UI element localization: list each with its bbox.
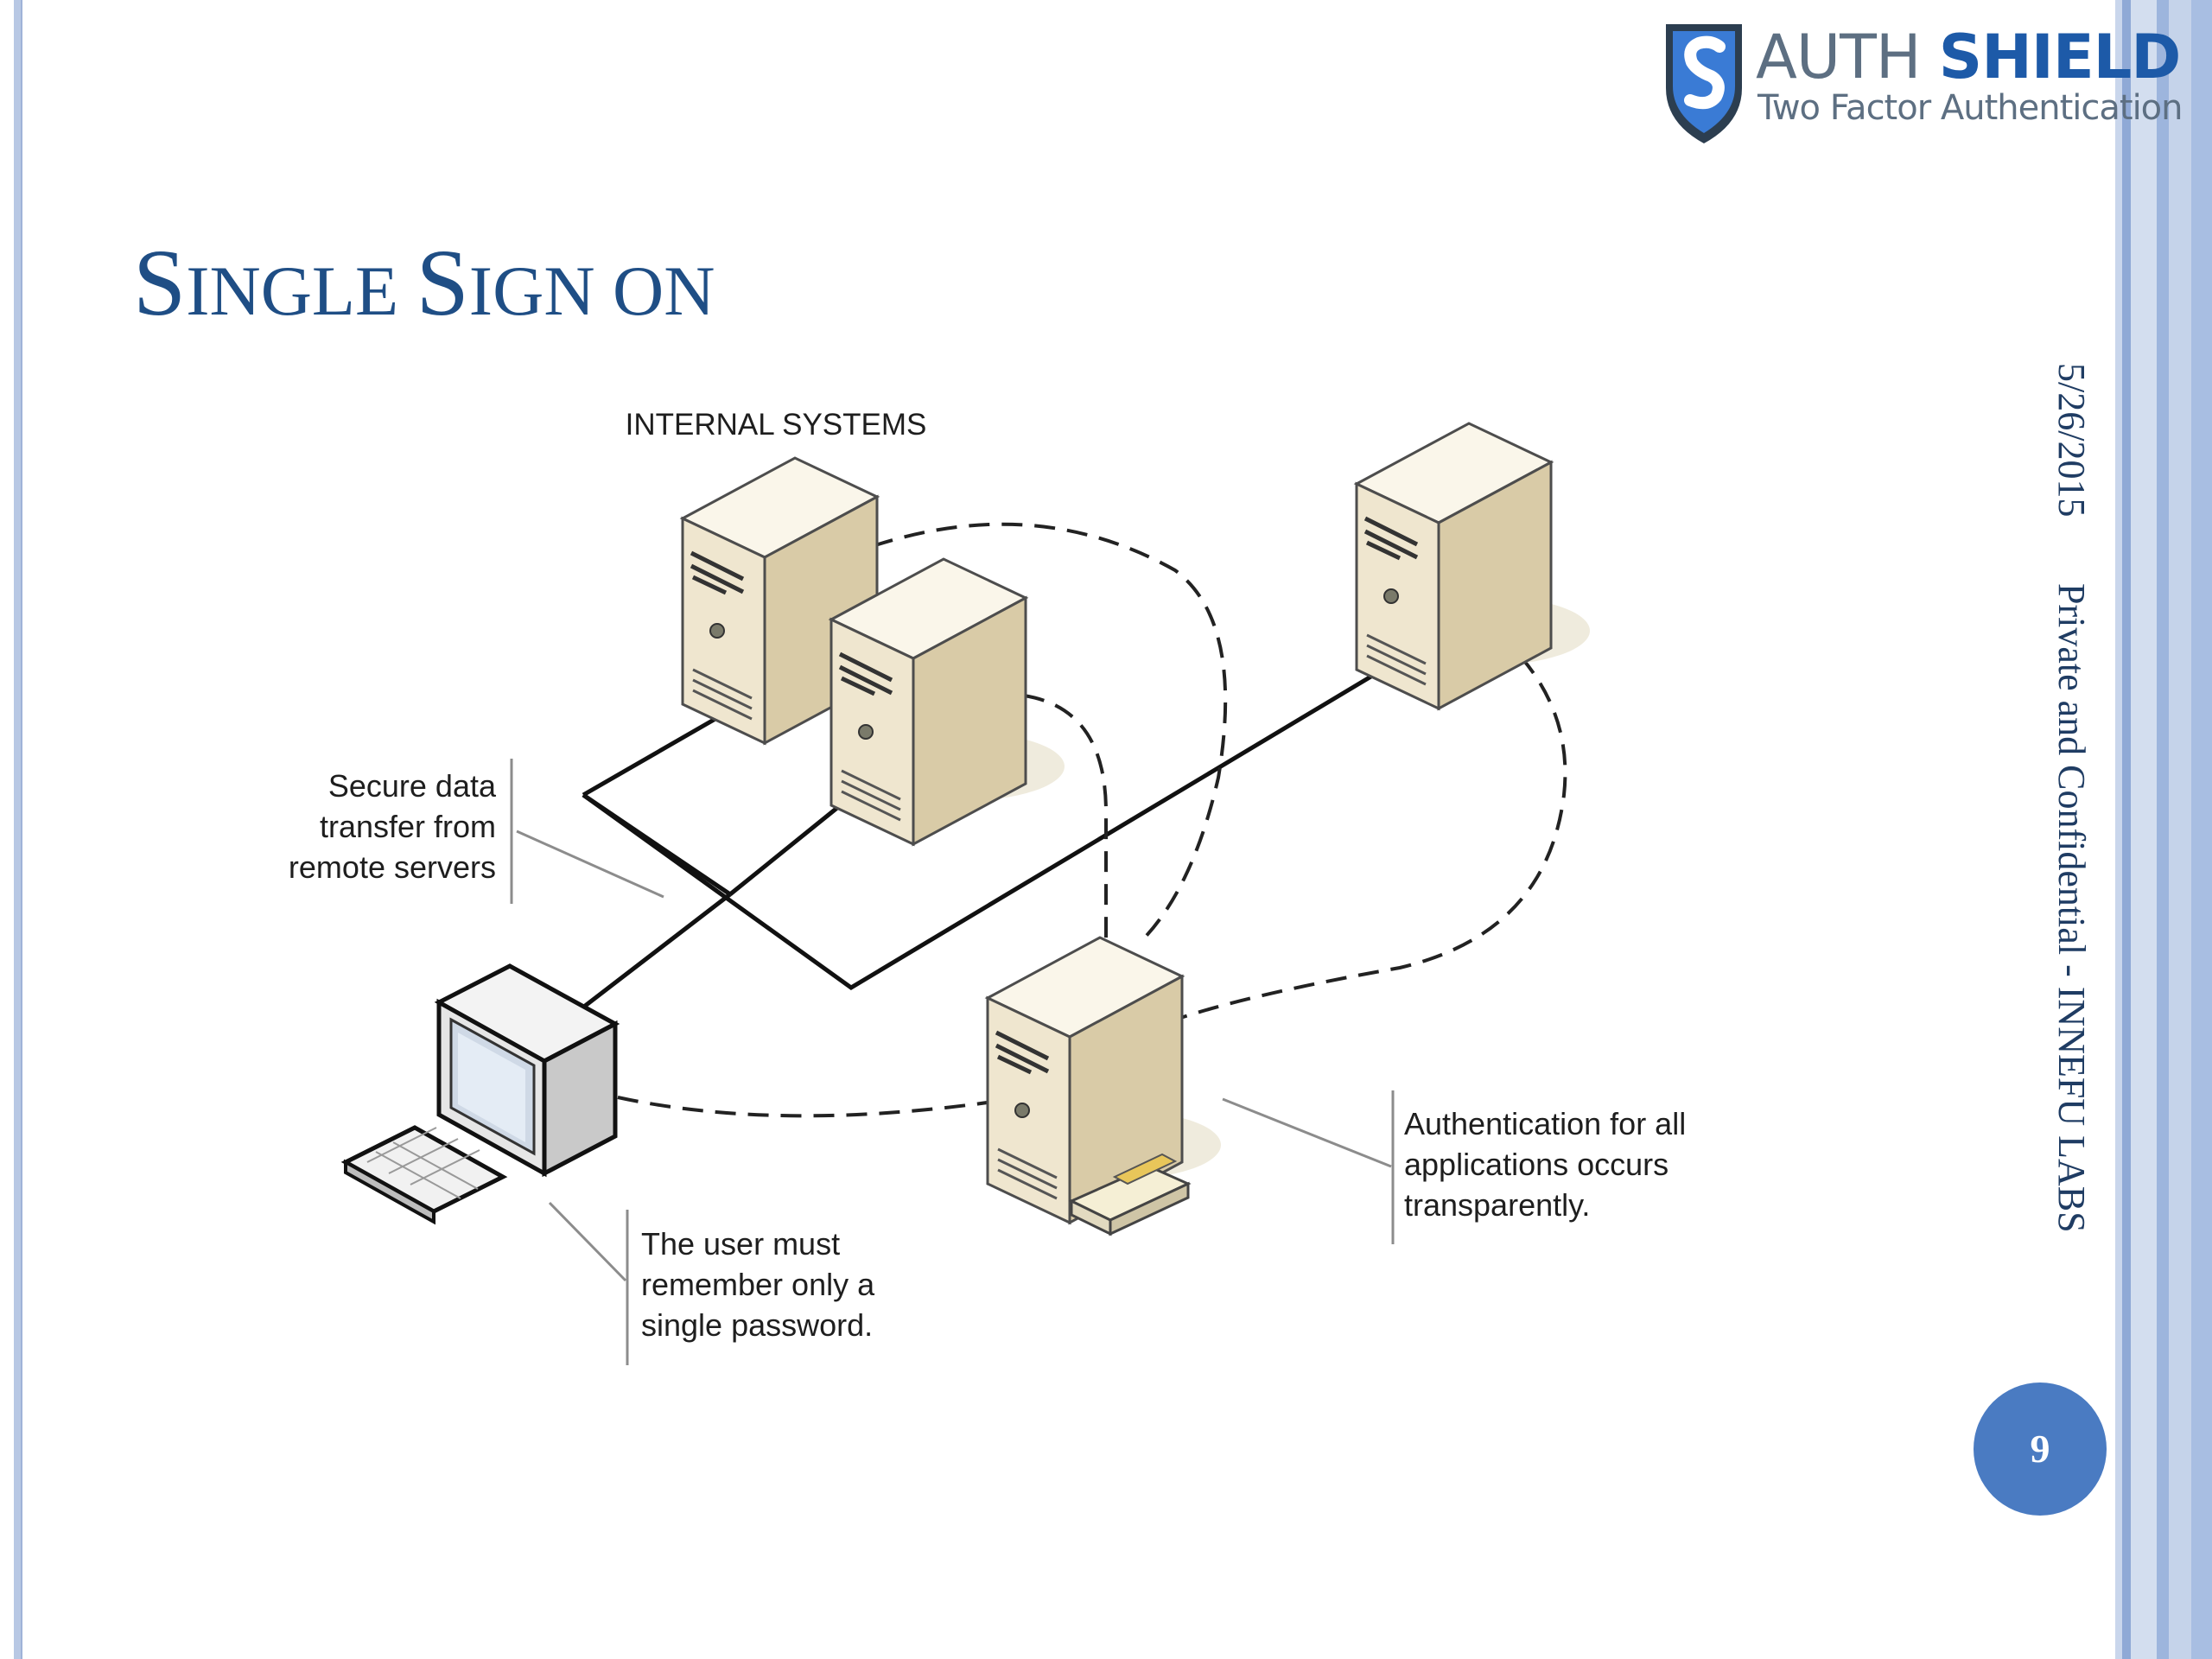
label-user-line2: remember only a <box>641 1267 875 1302</box>
logo-word-shield: SHIELD <box>1938 22 2182 92</box>
label-secure-line1: Secure data <box>328 768 497 804</box>
network-lines <box>579 667 1384 1011</box>
page-number-badge: 9 <box>1974 1382 2107 1516</box>
label-user-line1: The user must <box>641 1226 840 1262</box>
logo-tagline: Two Factor Authentication <box>1758 88 2183 128</box>
annotation-leaders <box>510 759 1395 1365</box>
slide-date: 5/26/2015 <box>2050 363 2093 518</box>
left-border <box>14 0 22 1659</box>
slide-footer: Private and Confidential - INNEFU LABS <box>2050 583 2093 1233</box>
label-internal-systems: INTERNAL SYSTEMS <box>626 408 927 442</box>
label-auth-line3: transparently. <box>1404 1187 1590 1223</box>
label-secure-line2: transfer from <box>320 809 496 844</box>
right-decorative-bars <box>2115 0 2212 1659</box>
authentication-server <box>988 938 1221 1223</box>
label-user-line3: single password. <box>641 1307 873 1343</box>
label-auth-line2: applications occurs <box>1404 1147 1669 1182</box>
label-secure-line3: remote servers <box>289 849 496 885</box>
token-device <box>1068 1153 1192 1236</box>
logo-word-auth: AUTH <box>1756 22 1922 92</box>
slide-title: SINGLE SIGN ON <box>133 230 715 335</box>
user-workstation <box>340 963 620 1225</box>
shield-icon <box>1666 24 1742 143</box>
label-auth-line1: Authentication for all <box>1404 1106 1686 1141</box>
side-info: 5/26/2015 Private and Confidential - INN… <box>2050 363 2101 1313</box>
auth-shield-logo: AUTH SHIELD Two Factor Authentication <box>1659 17 2183 156</box>
remote-server <box>1357 423 1590 709</box>
dashed-links <box>617 522 1567 1118</box>
internal-server-2 <box>831 559 1065 844</box>
